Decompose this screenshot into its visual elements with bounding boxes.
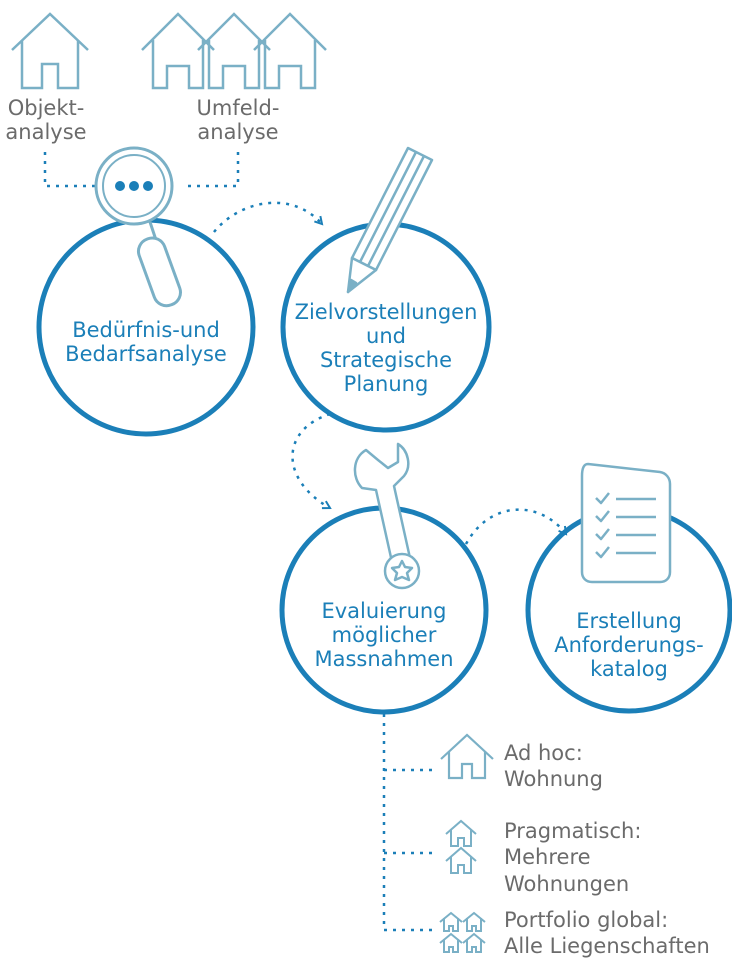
object-analysis-label: Objekt- analyse [0, 96, 92, 144]
object-house-icon [11, 12, 89, 90]
flow-arrows [213, 201, 566, 545]
label-line: Massnahmen [314, 647, 454, 672]
scope-pragmatic-label: Pragmatisch: Mehrere Wohnungen [504, 818, 641, 897]
label-line: Strategische [319, 348, 453, 373]
wrench-icon [353, 442, 421, 590]
label-line: Ad hoc: [504, 741, 583, 765]
single-house-icon [440, 733, 494, 780]
goals-planning-label: Zielvorstellungen und Strategische Planu… [286, 300, 486, 397]
scope-portfolio-label: Portfolio global: Alle Liegenschaften [504, 907, 710, 960]
label-line: Wohnung [504, 767, 603, 792]
label-line: Evaluierung [321, 599, 447, 623]
checklist-icon [580, 462, 672, 584]
catalog-label: Erstellung Anforderungs- katalog [529, 609, 729, 681]
arrow-needs-to-goals [213, 201, 322, 233]
label-line: Alle Liegenschaften [504, 934, 710, 959]
label-line: Wohnungen [504, 871, 630, 896]
arrow-evaluation-to-catalog [464, 508, 566, 545]
label-line: Portfolio global: [504, 908, 669, 932]
label-line: Zielvorstellungen [294, 300, 478, 324]
top-connector-lines [43, 152, 240, 188]
label-line: Mehrere [504, 845, 591, 870]
label-line: analyse [197, 120, 279, 145]
environment-houses-icon [141, 12, 327, 90]
label-line: möglicher [331, 623, 437, 648]
label-line: analyse [5, 120, 87, 145]
label-line: Umfeld- [196, 96, 280, 120]
label-line: katalog [590, 657, 668, 682]
label-line: Planung [343, 372, 429, 397]
label-line: Objekt- [7, 96, 85, 120]
environment-analysis-label: Umfeld- analyse [190, 96, 286, 144]
label-line: Pragmatisch: [504, 819, 642, 843]
needs-analysis-label: Bedürfnis-und Bedarfsanalyse [46, 318, 246, 366]
label-line: Anforderungs- [554, 633, 704, 658]
four-houses-icon [439, 911, 486, 953]
label-line: Bedarfsanalyse [65, 342, 227, 367]
arrow-goals-to-evaluation [291, 412, 331, 510]
label-line: Bedürfnis-und [72, 318, 220, 342]
label-line: Erstellung [576, 609, 682, 633]
scope-tree-lines [382, 714, 432, 932]
pencil-icon [346, 146, 434, 294]
scope-adhoc-label: Ad hoc: Wohnung [504, 740, 603, 793]
two-houses-icon [445, 819, 477, 874]
magnifier-icon [94, 146, 182, 308]
evaluation-label: Evaluierung möglicher Massnahmen [284, 599, 484, 671]
label-line: und [366, 324, 406, 349]
